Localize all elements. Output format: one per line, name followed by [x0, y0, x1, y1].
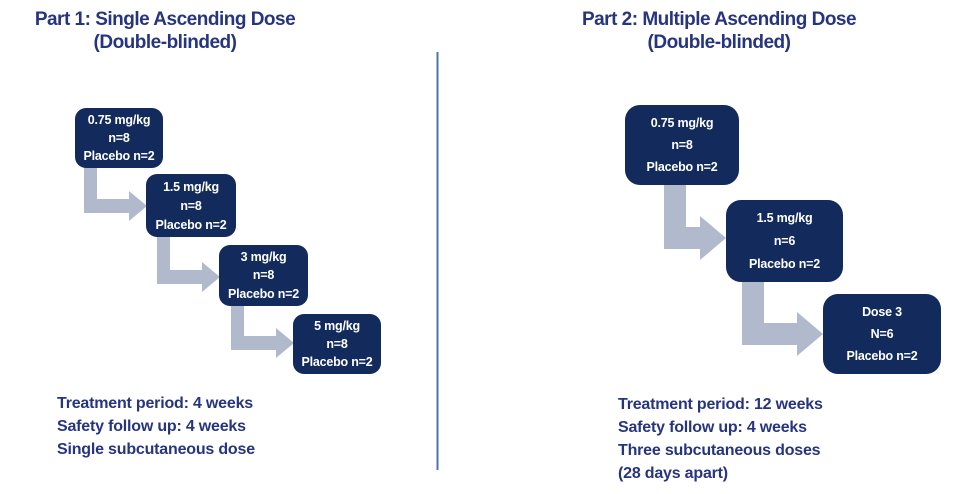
dose-label: 3 mg/kg — [240, 250, 287, 265]
note-line: Treatment period: 12 weeks — [618, 396, 823, 413]
part2-notes: Treatment period: 12 weeks Safety follow… — [618, 393, 823, 485]
elbow-arrow-p1-1 — [84, 166, 147, 221]
elbow-arrow-p2-1 — [664, 184, 726, 260]
dose-label: Dose 3 — [862, 305, 902, 319]
dose-box-p2-2: 1.5 mg/kg n=6 Placebo n=2 — [726, 200, 843, 282]
dose-label: 0.75 mg/kg — [650, 116, 714, 130]
dose-box-p1-1: 0.75 mg/kg n=8 Placebo n=2 — [75, 108, 163, 168]
note-line: (28 days apart) — [618, 465, 728, 482]
part2-title-line2: (Double-blinded) — [647, 32, 791, 53]
placebo-label: Placebo n=2 — [155, 217, 227, 232]
dose-box-p1-2: 1.5 mg/kg n=8 Placebo n=2 — [146, 174, 236, 237]
n-label: n=8 — [252, 268, 275, 283]
part2-title-line1: Part 2: Multiple Ascending Dose — [581, 9, 857, 30]
note-line: Safety follow up: 4 weeks — [57, 418, 246, 435]
part1-title-line1: Part 1: Single Ascending Dose — [34, 9, 296, 30]
n-label: n=8 — [326, 337, 348, 351]
dose-box-p2-3: Dose 3 N=6 Placebo n=2 — [823, 294, 941, 374]
dose-label: 1.5 mg/kg — [756, 211, 813, 226]
part1-title-line2: (Double-blinded) — [93, 32, 237, 53]
note-line: Single subcutaneous dose — [57, 441, 255, 458]
part2-title: Part 2: Multiple Ascending Dose (Double-… — [566, 8, 872, 54]
dose-box-p1-4: 5 mg/kg n=8 Placebo n=2 — [293, 314, 381, 374]
note-line: Safety follow up: 4 weeks — [618, 419, 807, 436]
dose-box-p1-3: 3 mg/kg n=8 Placebo n=2 — [219, 245, 308, 306]
dose-label: 1.5 mg/kg — [163, 179, 219, 194]
placebo-label: Placebo n=2 — [227, 286, 300, 301]
dose-label: 0.75 mg/kg — [87, 113, 151, 127]
n-label: n=8 — [180, 198, 202, 213]
note-line: Three subcutaneous doses — [618, 442, 821, 459]
n-label: n=6 — [773, 233, 796, 248]
placebo-label: Placebo n=2 — [748, 256, 821, 271]
elbow-arrow-p2-2 — [742, 281, 823, 356]
placebo-label: Placebo n=2 — [83, 149, 155, 163]
note-line: Treatment period: 4 weeks — [57, 395, 253, 412]
n-label: n=8 — [108, 131, 130, 145]
n-label: n=8 — [671, 138, 693, 152]
placebo-label: Placebo n=2 — [846, 349, 918, 363]
placebo-label: Placebo n=2 — [301, 355, 373, 369]
dose-box-p2-1: 0.75 mg/kg n=8 Placebo n=2 — [625, 105, 739, 185]
elbow-arrow-p1-2 — [157, 237, 220, 292]
placebo-label: Placebo n=2 — [646, 160, 718, 174]
part1-title: Part 1: Single Ascending Dose (Double-bl… — [15, 8, 315, 54]
part1-notes: Treatment period: 4 weeks Safety follow … — [57, 392, 255, 461]
n-label: N=6 — [870, 327, 894, 341]
elbow-arrow-p1-3 — [231, 306, 294, 358]
dose-label: 5 mg/kg — [314, 319, 360, 333]
